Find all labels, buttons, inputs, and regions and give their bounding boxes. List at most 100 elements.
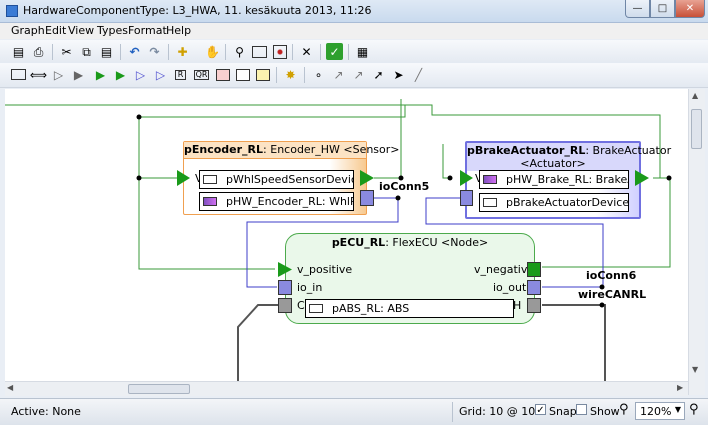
port-gray-in-icon[interactable]: ▶ — [73, 67, 84, 82]
app-icon — [6, 5, 18, 17]
port-blue-icon[interactable]: ▷ — [135, 67, 146, 82]
diagram-canvas[interactable]: pEncoder_RL: Encoder_HW <Sensor> V pWhlS… — [5, 89, 688, 381]
undo-icon[interactable]: ↶ — [129, 44, 140, 59]
io-out-label: io_out — [493, 281, 527, 294]
status-bar: Active: None Grid: 10 @ 10 ✓ Snap Show ⚲… — [0, 398, 708, 425]
title-bar: HardwareComponentType: L3_HWA, 11. kesäk… — [0, 0, 708, 23]
menu-view[interactable]: View — [68, 24, 95, 37]
scroll-left-icon[interactable]: ◀ — [7, 383, 14, 392]
menu-bar: Graph Edit View Types Format Help — [0, 23, 708, 39]
move-icon[interactable]: ✸ — [285, 67, 296, 82]
fit-icon[interactable] — [271, 43, 288, 60]
snap-checkbox[interactable]: ✓ — [535, 404, 546, 416]
ecu-name: pECU_RL — [331, 236, 386, 249]
active-status: Active: None — [11, 405, 81, 418]
line-icon[interactable]: ╱ — [414, 67, 423, 82]
h-label: H — [513, 299, 522, 312]
select-icon[interactable]: ▤ — [12, 44, 25, 59]
horizontal-scroll-thumb[interactable] — [128, 384, 190, 394]
encoder-type: : Encoder_HW <Sensor> — [263, 143, 400, 156]
hw-part-icon — [483, 175, 497, 184]
hw-part-icon — [203, 197, 217, 206]
menu-types[interactable]: Types — [97, 24, 128, 37]
solid-arrow-icon[interactable]: ➤ — [393, 67, 404, 82]
brake-stereotype: <Actuator> — [520, 157, 586, 170]
box-tool-icon[interactable] — [10, 66, 27, 83]
diagram-icon[interactable]: ▦ — [356, 44, 369, 59]
encoder-part-1[interactable]: pWhlSpeedSensorDevice_RL — [199, 170, 354, 189]
show-label: Show — [590, 405, 620, 418]
ecu-type: : FlexECU <Node> — [385, 236, 489, 249]
encoder-port-label: V — [195, 172, 203, 185]
encoder-name: pEncoder_RL — [184, 143, 264, 156]
menu-help[interactable]: Help — [166, 24, 192, 37]
brake-part-1[interactable]: pHW_Brake_RL: BrakeActu — [479, 170, 629, 189]
menu-graph[interactable]: Graph — [11, 24, 45, 37]
menu-format[interactable]: Format — [128, 24, 167, 37]
open-arrow-icon[interactable]: ↗ — [353, 67, 364, 82]
vertical-scroll-thumb[interactable] — [691, 109, 702, 149]
r-button[interactable]: R — [172, 66, 189, 83]
horizontal-scrollbar[interactable]: ◀ ▶ — [5, 381, 688, 396]
chevron-down-icon: ▼ — [674, 405, 681, 414]
ioconn5-label[interactable]: ioConn5 — [379, 180, 430, 193]
filled-arrow-icon[interactable]: ➚ — [373, 67, 384, 82]
part-icon — [203, 175, 217, 184]
white-box-icon[interactable] — [234, 66, 251, 83]
brake-part-2[interactable]: pBrakeActuatorDevice_RL: — [479, 193, 629, 212]
ioconn6-label[interactable]: ioConn6 — [586, 269, 637, 282]
yellow-box-icon[interactable] — [254, 66, 271, 83]
qr-button[interactable]: QR — [193, 69, 210, 80]
wirecanrl-label[interactable]: wireCANRL — [578, 288, 647, 301]
rectangle-icon[interactable] — [251, 43, 268, 60]
snap-label: Snap — [549, 405, 577, 418]
redo-icon[interactable]: ↷ — [149, 44, 160, 59]
crosshair-icon[interactable]: ✚ — [177, 44, 188, 59]
show-checkbox[interactable] — [576, 404, 587, 415]
part-icon — [483, 198, 497, 207]
maximize-button[interactable]: □ — [650, 0, 675, 18]
paste-icon[interactable]: ▤ — [100, 44, 113, 59]
ecu-h-port[interactable] — [527, 298, 541, 313]
close-button[interactable]: ✕ — [675, 0, 705, 18]
delete-icon[interactable]: ✕ — [301, 44, 312, 59]
pink-box-icon[interactable] — [214, 66, 231, 83]
port-green-in-icon[interactable]: ▶ — [115, 67, 126, 82]
zoom-select[interactable]: 120% ▼ — [635, 402, 685, 420]
cut-icon[interactable]: ✂ — [61, 44, 72, 59]
copy-icon[interactable]: ⧉ — [82, 44, 91, 59]
arrow-line-icon[interactable]: ↗ — [333, 67, 344, 82]
connector-lines — [5, 99, 672, 381]
v-negative-label: v_negative — [474, 263, 535, 276]
zoom-icon[interactable]: ⚲ — [235, 44, 244, 59]
dot-line-icon[interactable]: ∘ — [314, 67, 323, 82]
port-blue-in-icon[interactable]: ▷ — [155, 67, 166, 82]
io-in-label: io_in — [297, 281, 323, 294]
encoder-io-port[interactable] — [360, 190, 374, 206]
ecu-part-abs[interactable]: pABS_RL: ABS — [305, 299, 514, 318]
brake-type: : BrakeActuator — [585, 144, 672, 157]
port-gray-icon[interactable]: ▷ — [53, 67, 64, 82]
c-label: C — [297, 299, 305, 312]
scroll-right-icon[interactable]: ▶ — [677, 383, 684, 392]
double-arrow-icon[interactable]: ⟺ — [29, 67, 48, 82]
menu-edit[interactable]: Edit — [45, 24, 67, 37]
port-green-icon[interactable]: ▶ — [95, 67, 106, 82]
ecu-io-out-port[interactable] — [527, 280, 541, 295]
ecu-v-negative-port[interactable] — [527, 262, 541, 277]
minimize-button[interactable]: — — [625, 0, 650, 18]
vertical-scrollbar[interactable]: ▲ ▼ — [688, 89, 705, 395]
ecu-io-in-port[interactable] — [278, 280, 292, 295]
ecu-c-port[interactable] — [278, 298, 292, 313]
scroll-down-icon[interactable]: ▼ — [692, 365, 699, 374]
encoder-part-2[interactable]: pHW_Encoder_RL: WhlRota — [199, 192, 354, 211]
print-icon[interactable]: ⎙ — [33, 44, 44, 59]
zoom-out-icon[interactable]: ⚲ — [619, 402, 629, 417]
hand-icon[interactable]: ✋ — [205, 44, 220, 59]
main-toolbar: ▤ ⎙ ✂ ⧉ ▤ ↶ ↷ ✚ ✋ ⚲ ✕ ✓ ▦ — [0, 40, 708, 65]
zoom-in-icon[interactable]: ⚲ — [689, 402, 699, 417]
scroll-up-icon[interactable]: ▲ — [692, 91, 699, 100]
check-icon[interactable]: ✓ — [326, 43, 343, 60]
brake-io-port[interactable] — [460, 190, 473, 206]
brake-name: pBrakeActuator_RL — [467, 144, 586, 157]
